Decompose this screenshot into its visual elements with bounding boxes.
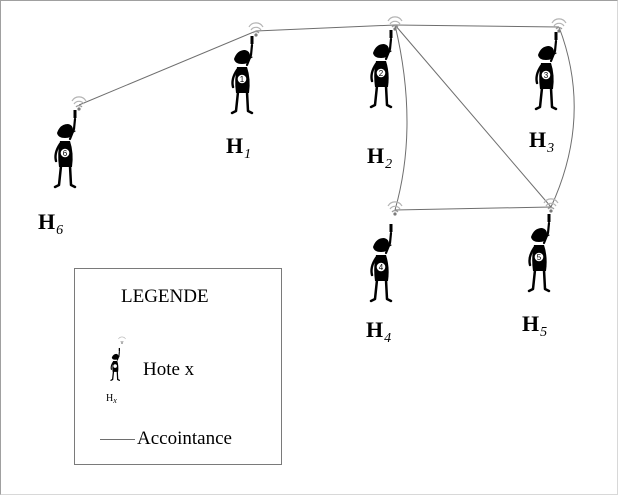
host-badge-number: 5 [537,253,542,262]
link-h3-h5 [550,26,575,208]
legend: LEGENDE Hx Hote x Accointance [74,268,282,465]
links-layer [78,24,575,211]
host-label-h2: H2 [367,145,392,172]
legend-title: LEGENDE [121,286,209,307]
antenna-icon [543,198,559,214]
legend-link-sample [100,439,135,440]
host-badge-number: 1 [240,75,245,84]
antenna-icon [387,16,403,32]
host-badge-number: 4 [379,263,384,272]
host-label-letter: H [529,127,547,152]
host-badge-number: 3 [544,71,549,80]
host-label-letter: H [367,143,385,168]
host-label-letter: H [226,133,244,158]
host-label-index: 5 [540,325,548,340]
legend-link-label: Accointance [137,428,232,449]
link-h4-h5 [394,206,552,211]
host-label-h5: H5 [522,313,547,340]
antenna-icon [71,96,87,112]
host-label-letter: H [38,209,56,234]
hosts-layer: 6 1 2 3 4 5 [53,16,567,303]
link-h6-h1 [78,30,257,106]
host-label-index: 2 [385,157,393,172]
host-h6: 6 [53,96,87,189]
host-label-h1: H1 [226,135,251,162]
legend-host-symbol: Hx [106,393,117,405]
host-label-index: 1 [244,147,252,162]
host-label-h3: H3 [529,129,554,156]
link-h2-h4 [394,24,408,211]
antenna-icon [248,22,264,38]
host-label-index: 6 [56,223,64,238]
host-h5: 5 [527,198,559,293]
legend-host-label: Hote x [143,359,195,380]
host-badge-number: 6 [63,149,68,158]
host-badge-number: 2 [379,69,384,78]
host-label-index: 3 [547,141,555,156]
host-h2: 2 [369,16,403,109]
link-h1-h2 [255,24,396,32]
host-label-letter: H [366,317,384,342]
host-h3: 3 [534,18,567,111]
host-h1: 1 [230,22,264,115]
antenna-icon [551,18,567,34]
host-label-letter: H [522,311,540,336]
link-h2-h5 [394,24,552,208]
host-label-index: 4 [384,331,392,346]
host-label-h6: H6 [38,211,63,238]
host-label-h4: H4 [366,319,391,346]
legend-host-icon [110,336,126,381]
link-h2-h3 [394,24,560,28]
host-h4: 4 [369,201,403,303]
